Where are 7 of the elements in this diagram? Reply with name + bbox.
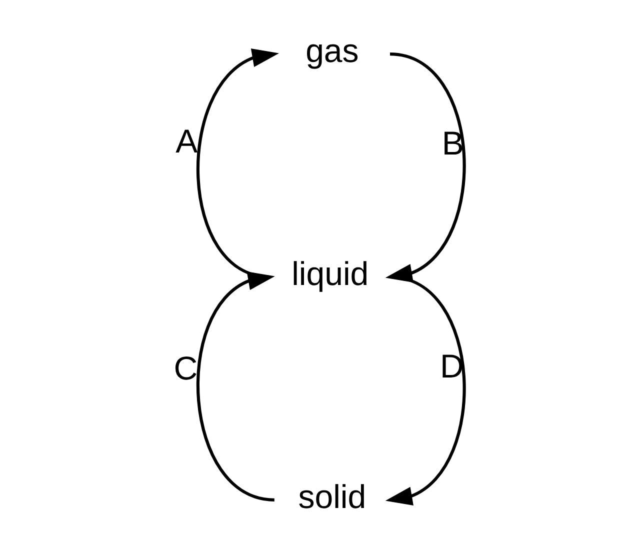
node-text: gas [306,32,359,69]
node-text: liquid [292,254,369,292]
edge-label: B [442,124,464,162]
node-text: solid [298,478,366,515]
edge-label: D [440,347,464,384]
edge-label: A [176,122,198,160]
edge-label: C [174,349,198,386]
